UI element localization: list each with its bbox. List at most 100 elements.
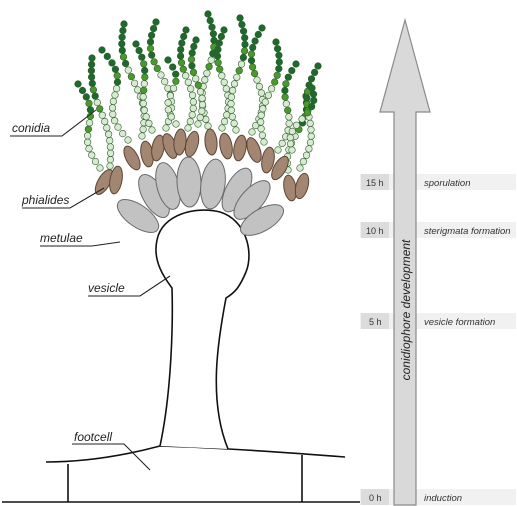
stage-rows	[360, 174, 516, 505]
conidium	[195, 82, 202, 89]
conidium	[221, 27, 228, 34]
conidium	[125, 137, 132, 144]
conidium	[107, 144, 114, 151]
conidium	[177, 46, 184, 53]
conidium	[304, 110, 311, 117]
conidium	[297, 165, 304, 172]
conidium	[104, 53, 111, 60]
conidium	[149, 127, 156, 134]
conidium	[241, 48, 248, 55]
conidium	[133, 41, 140, 48]
conidium	[276, 65, 283, 72]
substrate	[2, 446, 360, 502]
conidium	[148, 32, 155, 39]
conidium	[158, 72, 165, 79]
conidium	[259, 132, 266, 139]
conidium	[219, 72, 226, 79]
conidium	[286, 114, 293, 121]
conidium	[199, 101, 206, 108]
conidium	[115, 124, 122, 131]
conidium	[148, 52, 155, 59]
conidium	[283, 100, 290, 107]
conidium	[139, 133, 146, 140]
conidium	[228, 107, 235, 114]
conidium	[165, 99, 172, 106]
conidium	[205, 11, 212, 18]
conidium	[86, 145, 93, 152]
conidia-chain-11	[228, 15, 249, 134]
metulae-label: metulae	[40, 231, 83, 245]
conidium	[260, 105, 267, 112]
conidium	[88, 61, 95, 68]
conidium	[210, 31, 217, 38]
conidium	[310, 91, 317, 98]
conidium	[185, 125, 192, 132]
conidium	[190, 105, 197, 112]
stalk-vesicle-outline	[156, 210, 249, 449]
conidium	[209, 24, 216, 31]
conidium	[172, 71, 179, 78]
conidium	[262, 99, 269, 106]
conidium	[216, 40, 223, 47]
conidium	[240, 54, 247, 61]
conidium	[90, 87, 97, 94]
conidium	[287, 141, 294, 148]
conidium	[143, 114, 150, 121]
conidium	[161, 78, 168, 85]
phialide-11	[232, 134, 248, 162]
conidium	[293, 61, 300, 68]
conidium	[79, 87, 86, 94]
conidium	[141, 107, 148, 114]
conidium	[107, 150, 114, 157]
conidium	[86, 120, 93, 127]
conidium	[189, 50, 196, 57]
phialides-label: phialides	[21, 193, 69, 207]
conidium	[192, 76, 199, 83]
conidium	[199, 95, 206, 102]
conidium	[140, 87, 147, 94]
conidium	[258, 125, 265, 132]
conidium	[228, 100, 235, 107]
conidium	[283, 81, 290, 88]
conidium	[306, 146, 313, 153]
conidium	[195, 121, 202, 128]
conidium	[218, 33, 225, 40]
conidium	[136, 47, 143, 54]
conidium	[207, 17, 214, 24]
conidium	[170, 85, 177, 92]
conidium	[259, 25, 266, 32]
conidium	[107, 156, 114, 163]
conidium	[165, 107, 172, 114]
conidium	[208, 57, 215, 64]
conidium	[88, 74, 95, 81]
conidium	[236, 67, 243, 74]
conidium	[86, 100, 93, 107]
conidium	[308, 103, 315, 110]
conidium	[311, 69, 318, 76]
stage-induction: induction	[424, 493, 462, 504]
phialide-3	[121, 144, 144, 173]
conidium	[256, 83, 263, 90]
conidium	[199, 108, 206, 115]
conidium	[197, 88, 204, 95]
conidium	[140, 126, 147, 133]
time-15h: 15 h	[366, 178, 384, 188]
conidium	[249, 64, 256, 71]
conidium	[229, 87, 236, 94]
conidium	[254, 77, 261, 84]
conidium	[215, 59, 222, 66]
conidium	[189, 63, 196, 70]
conidium	[284, 107, 291, 114]
conidium	[228, 94, 235, 101]
conidium	[190, 99, 197, 106]
conidium	[191, 43, 198, 50]
conidium	[88, 67, 95, 74]
conidium	[221, 79, 228, 86]
conidium	[84, 132, 91, 139]
conidium	[239, 21, 246, 28]
conidium	[97, 165, 104, 172]
conidium	[75, 81, 82, 88]
development-axis-label: conidiophore development	[399, 239, 413, 380]
conidium	[119, 34, 126, 41]
conidium	[258, 90, 265, 97]
